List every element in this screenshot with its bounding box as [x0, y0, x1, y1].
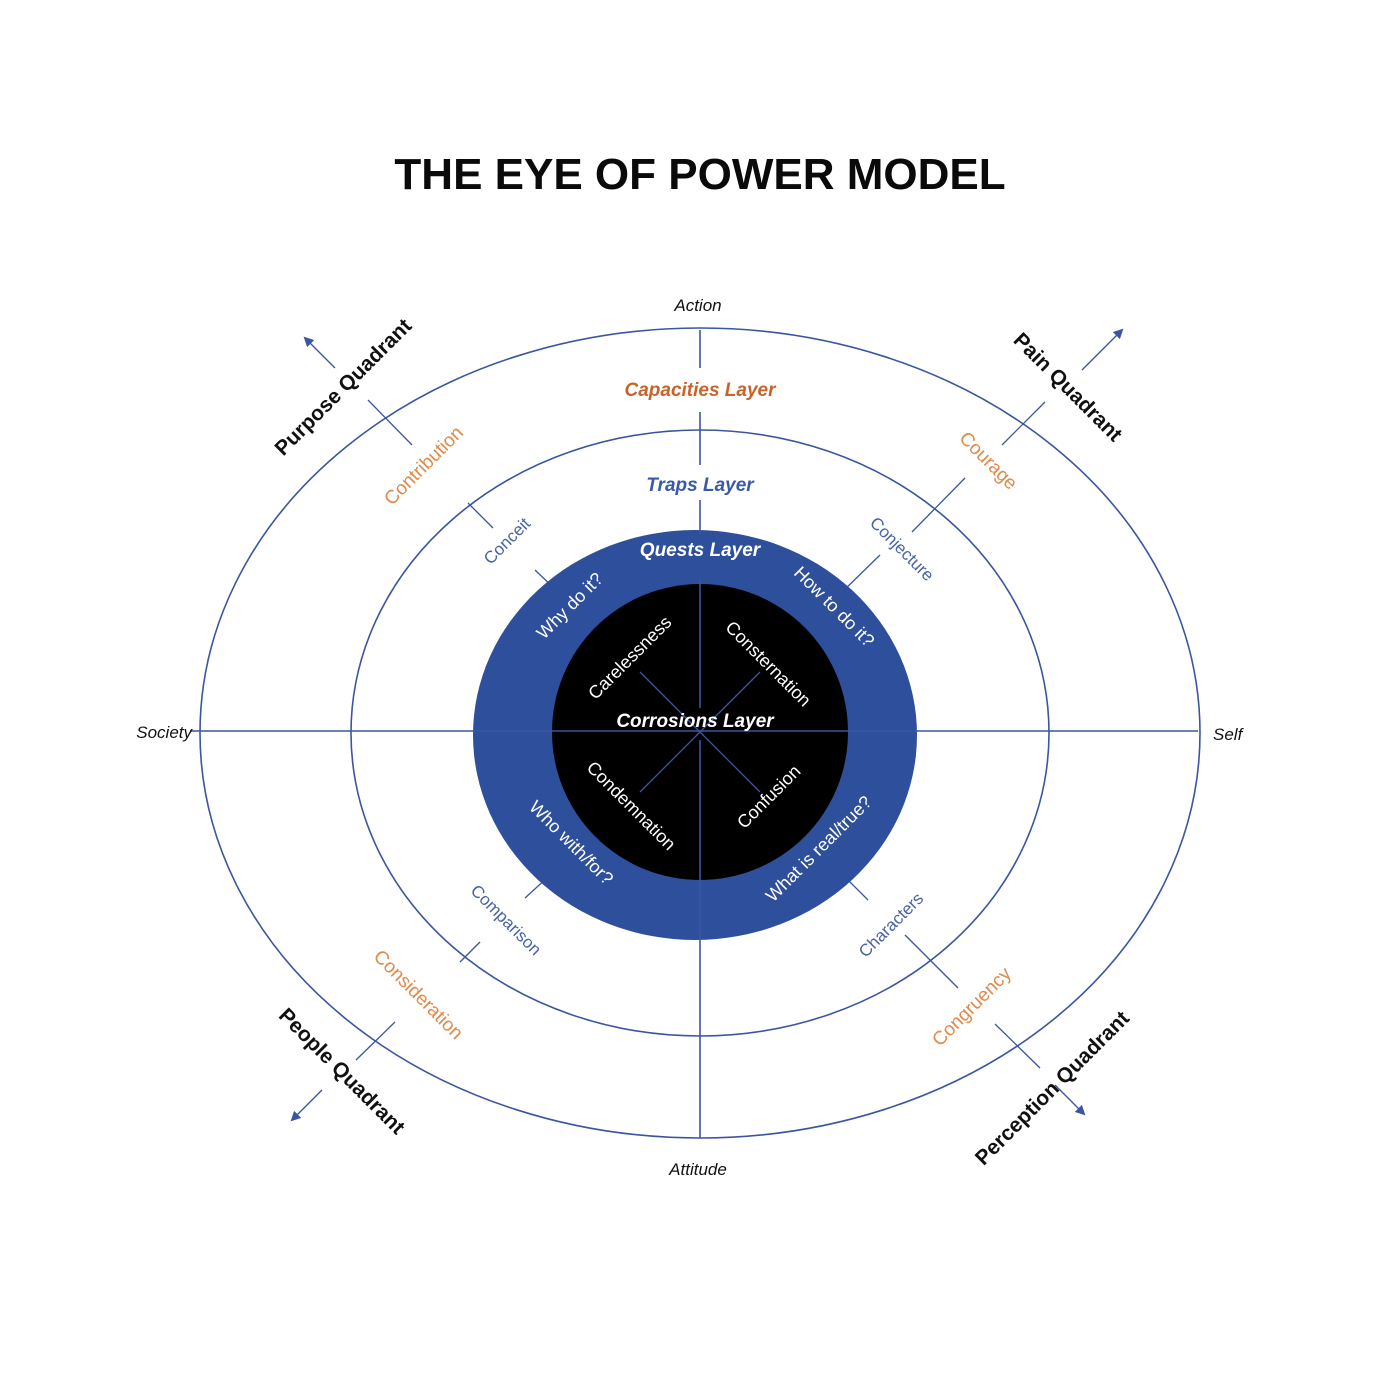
- connector-tl-arrow: [303, 336, 336, 369]
- trap-characters: Characters: [855, 889, 927, 961]
- inner-diag-tl: [639, 671, 701, 733]
- trap-comparison: Comparison: [467, 881, 545, 959]
- inner-diagonals: [639, 671, 761, 793]
- axis-label-self: Self: [1213, 725, 1245, 744]
- connector-tl-4: [367, 399, 413, 446]
- purpose-quadrant-label: Purpose Quadrant: [271, 315, 417, 461]
- inner-diag-br: [699, 731, 761, 793]
- quests-layer-title: Quests Layer: [640, 540, 762, 561]
- page-title: THE EYE OF POWER MODEL: [394, 150, 1006, 199]
- trap-conjecture: Conjecture: [866, 513, 938, 585]
- traps-layer-title: Traps Layer: [646, 475, 755, 496]
- capacity-consideration: Consideration: [369, 946, 467, 1044]
- connector-tl-3: [467, 502, 494, 529]
- corrosions-layer-title: Corrosions Layer: [616, 711, 775, 732]
- main-axes: [190, 330, 1198, 1138]
- capacity-courage: Courage: [955, 428, 1021, 494]
- axis-label-action: Action: [673, 296, 721, 315]
- connector-br-3: [904, 934, 959, 989]
- inner-diag-tr: [699, 671, 761, 733]
- capacities-layer-title: Capacities Layer: [624, 380, 777, 401]
- capacity-congruency: Congruency: [928, 963, 1016, 1051]
- axis-label-attitude: Attitude: [668, 1160, 727, 1179]
- connector-br-arrow: [1054, 1084, 1086, 1116]
- trap-conceit: Conceit: [480, 514, 534, 568]
- axis-label-society: Society: [136, 723, 193, 742]
- connector-bl-3: [459, 941, 481, 963]
- connector-tr-3: [911, 477, 966, 533]
- connector-tr-arrow: [1081, 328, 1124, 371]
- connector-bl-arrow: [290, 1089, 323, 1122]
- people-quadrant-label: People Quadrant: [274, 1004, 409, 1139]
- pain-quadrant-label: Pain Quadrant: [1009, 329, 1127, 447]
- inner-diag-bl: [639, 731, 701, 793]
- capacity-contribution: Contribution: [380, 422, 467, 509]
- perception-quadrant-label: Perception Quadrant: [971, 1007, 1134, 1170]
